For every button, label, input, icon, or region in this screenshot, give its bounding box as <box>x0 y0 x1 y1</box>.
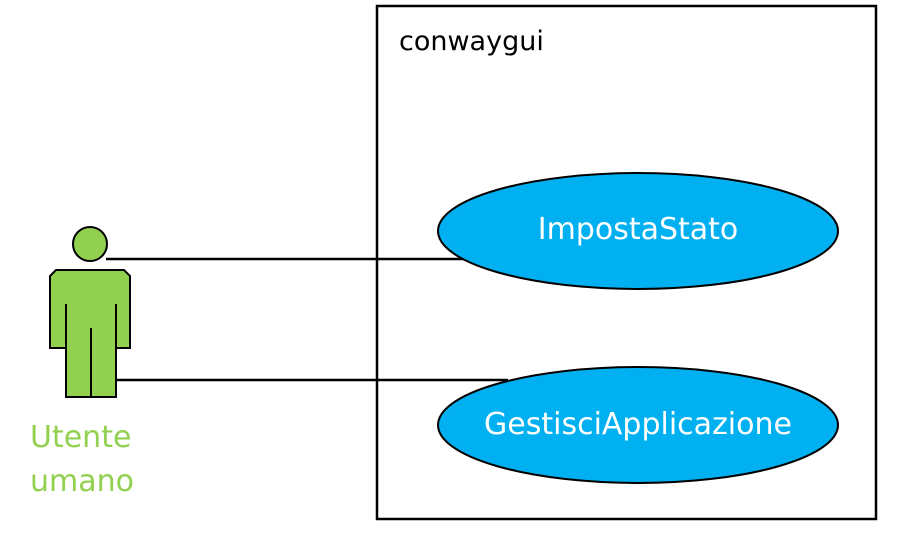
system-boundary <box>375 4 878 521</box>
actor-icon <box>49 226 131 398</box>
system-title: conwaygui <box>399 26 544 57</box>
use-case-label-gestisci-applicazione: GestisciApplicazione <box>484 407 792 442</box>
actor-label-line-2: umano <box>30 464 134 499</box>
actor-label: Utente umano <box>30 416 134 504</box>
actor-head <box>72 226 108 262</box>
actor-label-line-1: Utente <box>30 420 132 455</box>
use-case-gestisci-applicazione <box>437 366 839 484</box>
use-case-imposta-stato <box>437 172 839 290</box>
use-case-label-imposta-stato: ImpostaStato <box>537 212 739 247</box>
